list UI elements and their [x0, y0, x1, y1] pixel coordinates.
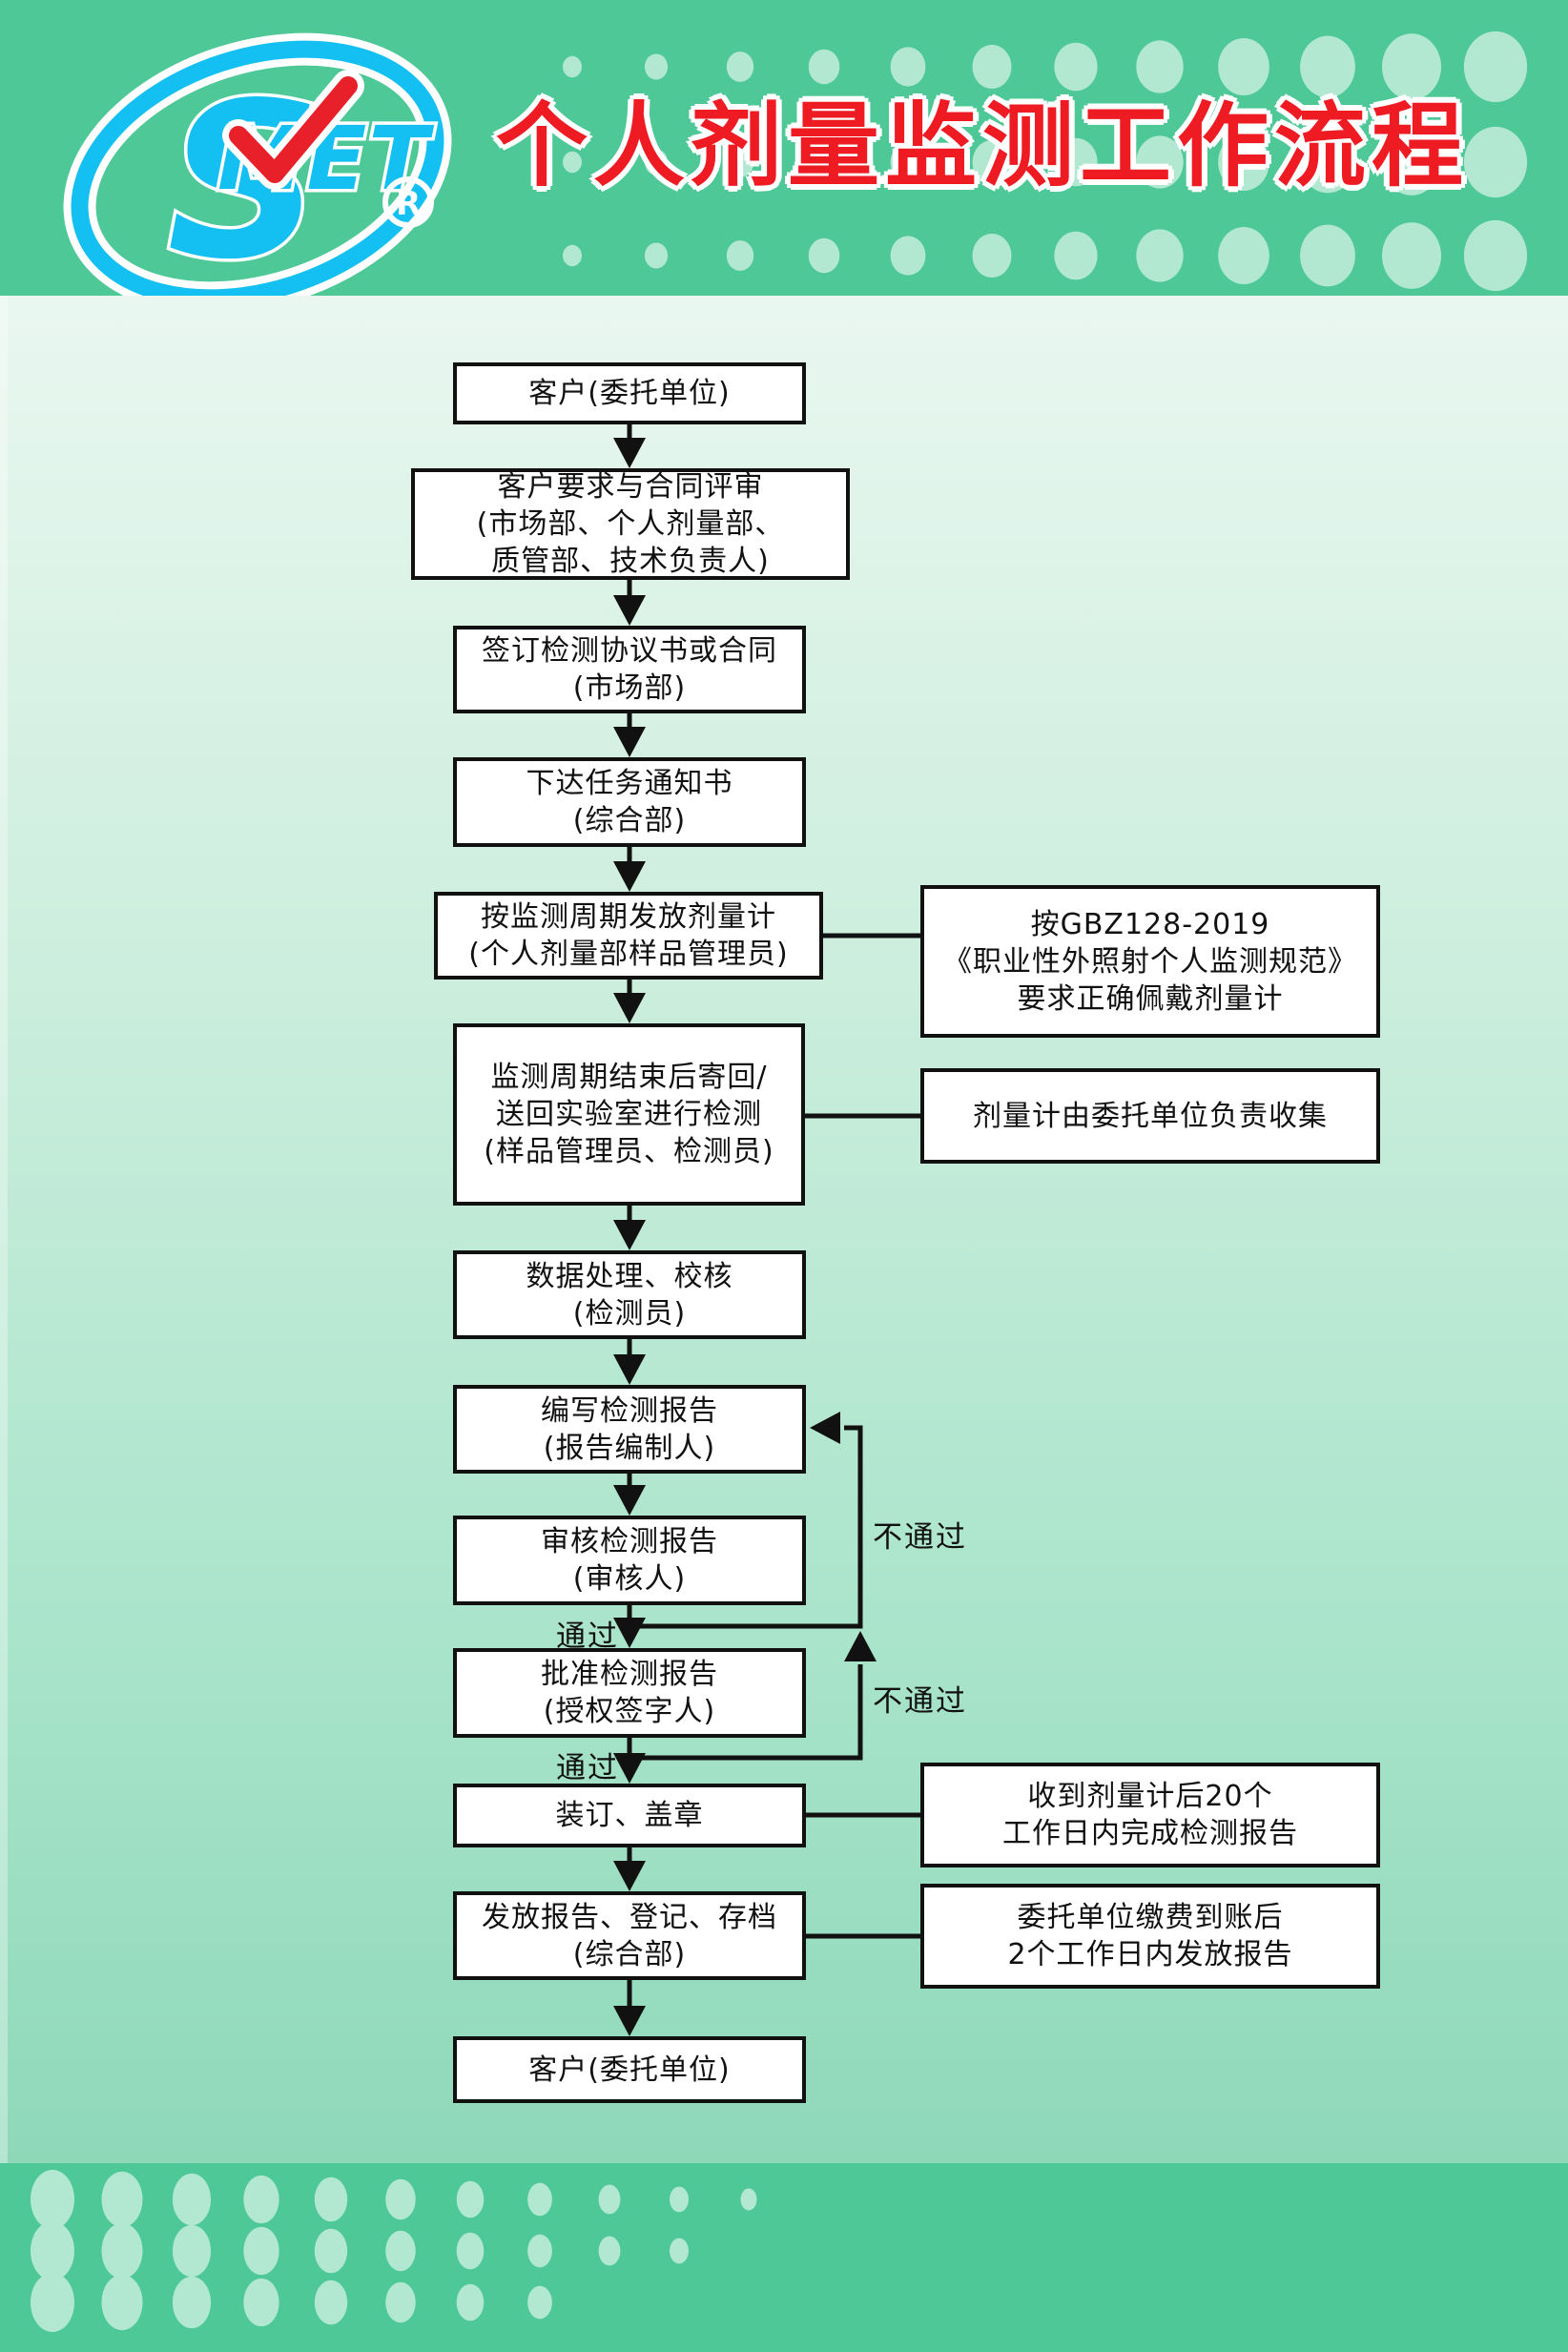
- page-title: 个人剂量监测工作流程: [496, 93, 1469, 199]
- flow-node-customer-end: 客户(委托单位): [453, 2036, 806, 2103]
- flow-node-contract-review: 客户要求与合同评审 (市场部、个人剂量部、 质管部、技术负责人): [411, 468, 850, 580]
- flow-node-data-processing: 数据处理、校核 (检测员): [453, 1250, 806, 1339]
- side-note-report-deadline: 收到剂量计后20个 工作日内完成检测报告: [920, 1763, 1380, 1867]
- footer-dot-pattern: [31, 2169, 757, 2333]
- registered-mark-icon: [382, 176, 434, 228]
- edge-label-pass-review: 通过: [556, 1620, 619, 1654]
- flow-node-issue-task-notice: 下达任务通知书 (综合部): [453, 757, 806, 847]
- footer-banner: [0, 2163, 1568, 2352]
- side-note-collect-duty: 剂量计由委托单位负责收集: [920, 1068, 1380, 1164]
- flow-node-customer-start: 客户(委托单位): [453, 362, 806, 424]
- edge-label-pass-approve: 通过: [556, 1751, 619, 1785]
- edge-label-fail-review: 不通过: [873, 1520, 967, 1555]
- logo-s-letter: S: [167, 57, 321, 296]
- flow-node-review-report: 审核检测报告 (审核人): [453, 1516, 806, 1605]
- edge-label-fail-approve: 不通过: [873, 1684, 967, 1719]
- flow-node-sign-agreement: 签订检测协议书或合同 (市场部): [453, 626, 806, 713]
- registered-mark-letter: R: [396, 185, 421, 223]
- flow-node-issue-register-archive: 发放报告、登记、存档 (综合部): [453, 1891, 806, 1980]
- header-banner: S MET R 个人剂量监测工作流程: [0, 0, 1568, 296]
- flow-node-approve-report: 批准检测报告 (授权签字人): [453, 1648, 806, 1738]
- side-note-payment-release: 委托单位缴费到账后 2个工作日内发放报告: [920, 1884, 1380, 1989]
- smet-logo: S MET R: [63, 32, 452, 296]
- flow-node-write-report: 编写检测报告 (报告编制人): [453, 1385, 806, 1474]
- flow-node-return-to-lab: 监测周期结束后寄回/ 送回实验室进行检测 (样品管理员、检测员): [453, 1023, 805, 1206]
- flow-node-distribute-dosimeter: 按监测周期发放剂量计 (个人剂量部样品管理员): [434, 892, 823, 980]
- flow-node-bind-stamp: 装订、盖章: [453, 1784, 806, 1847]
- side-note-wear-standard: 按GBZ128-2019 《职业性外照射个人监测规范》 要求正确佩戴剂量计: [920, 885, 1380, 1038]
